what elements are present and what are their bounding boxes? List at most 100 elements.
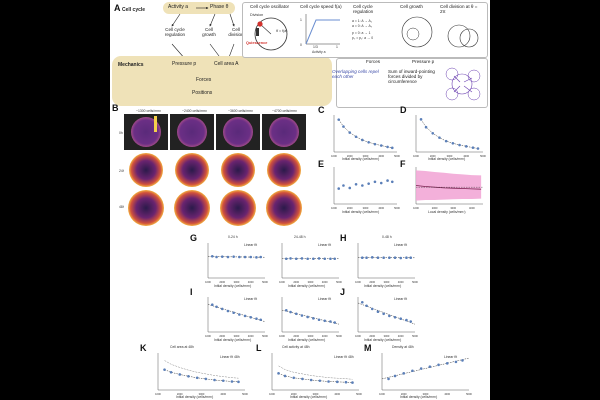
mechanics-pill — [112, 56, 332, 106]
point-I2-7 — [323, 319, 327, 323]
activity-axis-label: Activity a — [312, 50, 326, 54]
x-tick-C-1000: 1000 — [331, 154, 337, 158]
point-D-8 — [471, 146, 475, 149]
point-K-4 — [195, 376, 199, 380]
x-tick-M-2000: 2000 — [401, 392, 407, 396]
x-tick-D-5000: 5000 — [480, 154, 486, 158]
b-row-0h — [124, 114, 306, 150]
point-H-1 — [365, 256, 368, 259]
point-K-9 — [237, 380, 240, 384]
point-G1-9 — [259, 255, 263, 259]
point-L-3 — [301, 377, 304, 381]
point-D-6 — [458, 143, 461, 147]
point-G1-5 — [238, 255, 241, 259]
point-M-4 — [419, 367, 423, 370]
x-tick-I2-2000: 2000 — [293, 334, 299, 338]
point-K-6 — [213, 378, 216, 382]
point-K-7 — [221, 379, 225, 383]
point-I1-6 — [243, 314, 247, 318]
point-H-6 — [393, 256, 397, 259]
point-G2-7 — [323, 257, 327, 261]
point-G2-0 — [284, 257, 288, 261]
x-tick-G2-5000: 5000 — [336, 280, 342, 284]
m-title: Density at 48h — [392, 345, 414, 349]
point-E-0 — [337, 187, 341, 190]
point-C-1 — [342, 125, 345, 128]
regulation-label: Cell cycle regulation — [164, 27, 186, 37]
x-tick-I1-5000: 5000 — [262, 334, 268, 338]
xlabel-g2: Initial density (cells/mm²) — [288, 284, 326, 288]
legend-j: Linear fit — [394, 297, 408, 301]
point-D-7 — [464, 145, 468, 148]
b-col-header-2: ~2400 cells/mm² — [182, 109, 207, 113]
speed-tick-one: 1 — [336, 45, 338, 49]
division-word: Division — [250, 13, 264, 17]
oscillator-diagram — [254, 17, 288, 51]
x-tick-H-1000: 1000 — [355, 280, 361, 284]
point-M-5 — [428, 365, 432, 368]
x-tick-K-5000: 5000 — [242, 392, 248, 396]
fit-curve-K — [164, 369, 239, 383]
fit-curve-L — [278, 373, 353, 383]
x-tick-J-2000: 2000 — [369, 334, 375, 338]
b-col-header-1: ~1300 cells/mm² — [136, 109, 161, 113]
activity-box: Activity a — [168, 4, 189, 10]
pressure-text: Sum of inward-pointing forces divided by… — [388, 69, 435, 84]
point-I1-5 — [238, 313, 241, 316]
b-row-48h — [124, 190, 306, 226]
x-tick-M-1000: 1000 — [379, 392, 385, 396]
point-E-9 — [390, 180, 394, 184]
point-J-9 — [409, 320, 413, 323]
panel-letter-c: C — [318, 105, 325, 115]
regulation-eq-2: a = 0: A → A₀ — [352, 24, 373, 28]
x-tick-H-2000: 2000 — [369, 280, 375, 284]
cell-area-label: Cell area A — [214, 61, 239, 67]
mechanics-submodel-box — [336, 58, 488, 108]
x-tick-I2-1000: 1000 — [279, 334, 285, 338]
point-G2-5 — [312, 257, 315, 261]
point-J-2 — [370, 307, 374, 311]
growth-label: Cell growth — [202, 27, 216, 37]
xlabel-i1: Initial density (cells/mm²) — [214, 338, 252, 342]
growth-title: Cell growth — [400, 4, 423, 9]
point-G2-9 — [333, 257, 337, 261]
pressure-title: Pressure p — [412, 59, 435, 64]
point-E-3 — [354, 182, 358, 186]
point-G1-4 — [232, 255, 235, 258]
point-L-2 — [292, 376, 296, 380]
legend-k: Linear fit 48h — [220, 355, 240, 359]
omega-formula: θ̇ = f(a) — [276, 29, 288, 33]
x-tick-H-4000: 4000 — [398, 280, 404, 284]
point-I2-0 — [284, 309, 288, 312]
point-H-3 — [376, 256, 380, 259]
point-H-9 — [409, 256, 413, 259]
point-E-5 — [367, 182, 370, 185]
xlabel-g1: Initial density (cells/mm²) — [214, 284, 252, 288]
point-G1-3 — [226, 255, 230, 259]
x-tick-M-4000: 4000 — [444, 392, 450, 396]
point-J-6 — [393, 316, 397, 319]
x-tick-E-2000: 2000 — [347, 206, 353, 210]
xlabel-f: Local density (cells/mm²) — [428, 210, 466, 214]
point-I1-0 — [210, 303, 214, 306]
x-tick-D-2000: 2000 — [430, 154, 436, 158]
point-J-7 — [399, 317, 403, 320]
point-I1-1 — [215, 305, 218, 309]
point-H-7 — [399, 256, 403, 260]
forces-title: Forces — [366, 59, 381, 64]
regulation-eq-1: a = 1: A → A₁ — [352, 19, 372, 23]
x-tick-G2-1000: 1000 — [279, 280, 285, 284]
x-tick-E-4000: 4000 — [378, 206, 384, 210]
forces-text: Overlapping cells repel each other — [332, 69, 379, 79]
x-tick-I2-3000: 3000 — [308, 334, 314, 338]
point-M-3 — [411, 369, 414, 373]
division-title: Cell division at θ = 2π — [440, 4, 478, 14]
division-diagram — [447, 24, 479, 48]
x-tick-F-3000: 3000 — [450, 206, 456, 210]
point-G2-6 — [317, 257, 321, 260]
x-tick-I1-4000: 4000 — [248, 334, 254, 338]
